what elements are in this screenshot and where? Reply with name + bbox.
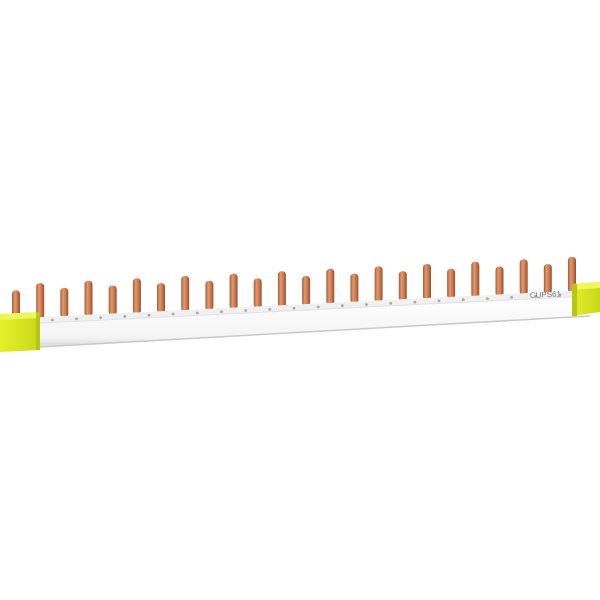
marking-dot — [147, 313, 151, 317]
marking-dot — [171, 312, 175, 316]
right-end-cap — [572, 282, 600, 316]
busbar-bottom-edge — [21, 315, 591, 349]
copper-pin — [157, 283, 165, 314]
copper-pin — [181, 276, 190, 312]
copper-pin — [12, 290, 20, 321]
copper-pin — [543, 264, 552, 295]
copper-pin — [398, 271, 407, 302]
busbar-front-face — [22, 296, 590, 348]
copper-pin — [108, 285, 117, 316]
marking-dot — [365, 303, 368, 306]
marking-dot — [510, 296, 513, 299]
copper-pins — [12, 256, 576, 321]
product-label: CUPS61 — [530, 289, 562, 300]
marking-dot — [461, 298, 465, 302]
copper-pin — [277, 271, 286, 308]
copper-pin — [350, 273, 359, 304]
copper-pin — [326, 268, 335, 305]
copper-pin — [374, 266, 383, 303]
copper-pin — [60, 287, 69, 318]
marking-dot — [268, 307, 272, 311]
busbar-top-face — [22, 290, 590, 324]
busbar-top-edge — [21, 295, 591, 325]
marking-dot — [292, 306, 296, 310]
marking-dot — [50, 318, 54, 322]
marking-dot — [220, 310, 223, 314]
marking-dot — [75, 317, 78, 321]
copper-pin — [471, 261, 480, 298]
marking-dot — [558, 293, 562, 297]
left-end-cap — [0, 312, 40, 352]
marking-dot — [534, 294, 538, 298]
copper-pin — [253, 278, 262, 309]
copper-pin — [229, 273, 238, 310]
copper-pin — [519, 259, 528, 296]
marking-dot — [389, 301, 393, 305]
marking-dot — [437, 299, 441, 303]
copper-pin — [84, 280, 93, 317]
marking-dot — [486, 297, 489, 300]
marking-dot — [316, 305, 320, 309]
copper-pin — [423, 264, 431, 300]
marking-dot — [244, 309, 248, 312]
copper-pin — [205, 280, 214, 311]
copper-pin — [495, 266, 504, 297]
copper-pin — [447, 268, 456, 299]
copper-pin — [132, 278, 141, 315]
marking-dot — [340, 304, 344, 308]
busbar-insulation — [21, 290, 591, 349]
copper-pin — [36, 283, 45, 320]
marking-dot — [195, 311, 199, 315]
marking-dot — [99, 316, 102, 319]
copper-pin — [302, 276, 311, 306]
marking-dot — [413, 300, 417, 304]
marking-dot — [123, 315, 127, 318]
